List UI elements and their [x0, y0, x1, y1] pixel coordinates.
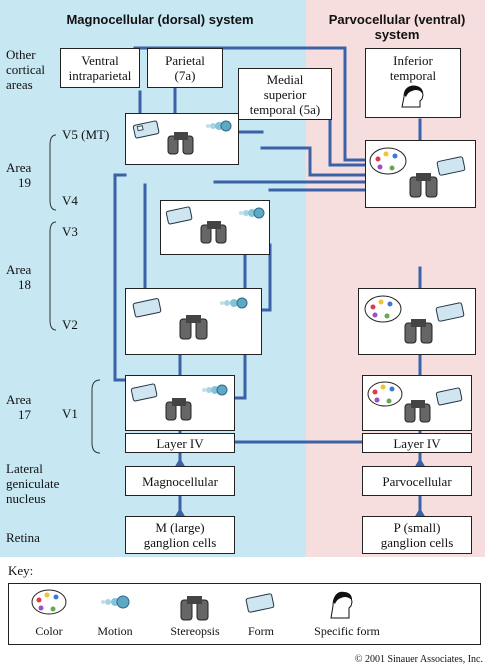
v2-dorsal-icons: [132, 297, 248, 340]
label-v1: V1: [62, 406, 78, 421]
arrow-parvo-up: [414, 458, 426, 468]
label-area17: Area 17: [6, 392, 32, 422]
label-area18: Area 18: [6, 262, 32, 292]
box-inferior-temporal: Inferior temporal: [365, 48, 461, 118]
box-v2-dorsal: [125, 288, 262, 355]
key-label-specific-form: Specific form: [314, 624, 380, 638]
v2-ventral-icons: [364, 295, 465, 344]
specific-form-icon: [401, 85, 424, 108]
specific-form-icon: [330, 591, 353, 619]
v3-icons: [165, 206, 265, 244]
box-v2-ventral: [358, 288, 476, 355]
stereopsis-icon: [404, 400, 431, 423]
v5-icons: [132, 120, 232, 155]
color-icon: [367, 381, 403, 407]
motion-icon: [202, 384, 228, 396]
box-v4: [365, 140, 476, 208]
box-v1-dorsal: [125, 375, 235, 431]
label-area19: Area 19: [6, 160, 32, 190]
v4-icons: [369, 147, 466, 198]
box-p-ganglion-cells: P (small)ganglion cells: [362, 516, 472, 554]
ventral-title-line1: Parvocellular (ventral): [328, 12, 466, 27]
stereopsis-icon: [180, 596, 209, 621]
label-v2: V2: [62, 317, 78, 332]
label-retina: Retina: [6, 530, 40, 545]
v1-ventral-icons: [367, 381, 463, 423]
arrow-m-up: [174, 508, 186, 518]
box-v1-ventral: [362, 375, 472, 431]
stereopsis-icon: [179, 315, 208, 340]
key-title: Key:: [8, 563, 34, 578]
color-icon: [369, 147, 407, 175]
ventral-title-line2: system: [374, 27, 420, 42]
stereopsis-icon: [165, 398, 192, 421]
motion-icon: [101, 595, 130, 609]
key-label-stereopsis: Stereopsis: [170, 624, 220, 638]
key-icons: [31, 589, 353, 621]
stereopsis-icon: [404, 319, 433, 344]
key-label-motion: Motion: [97, 624, 133, 638]
stereopsis-icon: [200, 221, 227, 244]
label-v4: V4: [62, 193, 78, 208]
stereopsis-icon: [409, 173, 438, 198]
label-lgn: Lateral geniculate nucleus: [6, 461, 60, 506]
form-icon: [435, 387, 463, 406]
key-legend: Color Motion Stereopsis Form Specific fo…: [8, 583, 481, 645]
motion-icon: [220, 297, 248, 309]
label-other-cortical: Other cortical areas: [6, 47, 45, 92]
key-label-form: Form: [247, 624, 274, 638]
line-v5-v4: [260, 146, 367, 177]
color-icon: [364, 295, 402, 323]
box-magnocellular: Magnocellular: [125, 466, 235, 496]
box-parvocellular: Parvocellular: [362, 466, 472, 496]
box-layer-iv-parvo: Layer IV: [362, 433, 472, 453]
ventral-title: Parvocellular (ventral) system: [312, 12, 482, 42]
form-icon: [132, 120, 160, 139]
v1-dorsal-icons: [130, 383, 228, 421]
label-v5: V5 (MT): [62, 127, 110, 142]
box-m-ganglion-cells: M (large)ganglion cells: [125, 516, 235, 554]
line-v2-v3: [260, 243, 272, 312]
stereopsis-icon: [167, 132, 194, 155]
copyright: © 2001 Sinauer Associates, Inc.: [354, 654, 483, 665]
line-v1-v5: [113, 173, 127, 382]
motion-icon: [206, 120, 232, 132]
motion-icon: [239, 207, 265, 219]
key-label-color: Color: [35, 624, 63, 638]
dorsal-title: Magnocellular (dorsal) system: [66, 12, 254, 27]
bracket-area19: [49, 134, 57, 211]
arrow-p-up: [414, 508, 426, 518]
form-icon: [132, 298, 162, 318]
form-icon: [130, 383, 158, 402]
box-v3: [160, 200, 270, 255]
form-icon: [245, 593, 275, 613]
bracket-area18: [49, 221, 57, 331]
bracket-area17: [91, 379, 101, 454]
form-icon: [436, 156, 466, 176]
color-icon: [31, 589, 67, 615]
box-parietal: Parietal(7a): [147, 48, 223, 88]
box-layer-iv-magno: Layer IV: [125, 433, 235, 453]
arrow-magno-up: [174, 458, 186, 468]
label-v3: V3: [62, 224, 78, 239]
form-icon: [435, 302, 465, 322]
form-icon: [165, 206, 193, 225]
box-v5-mt: [125, 113, 239, 165]
